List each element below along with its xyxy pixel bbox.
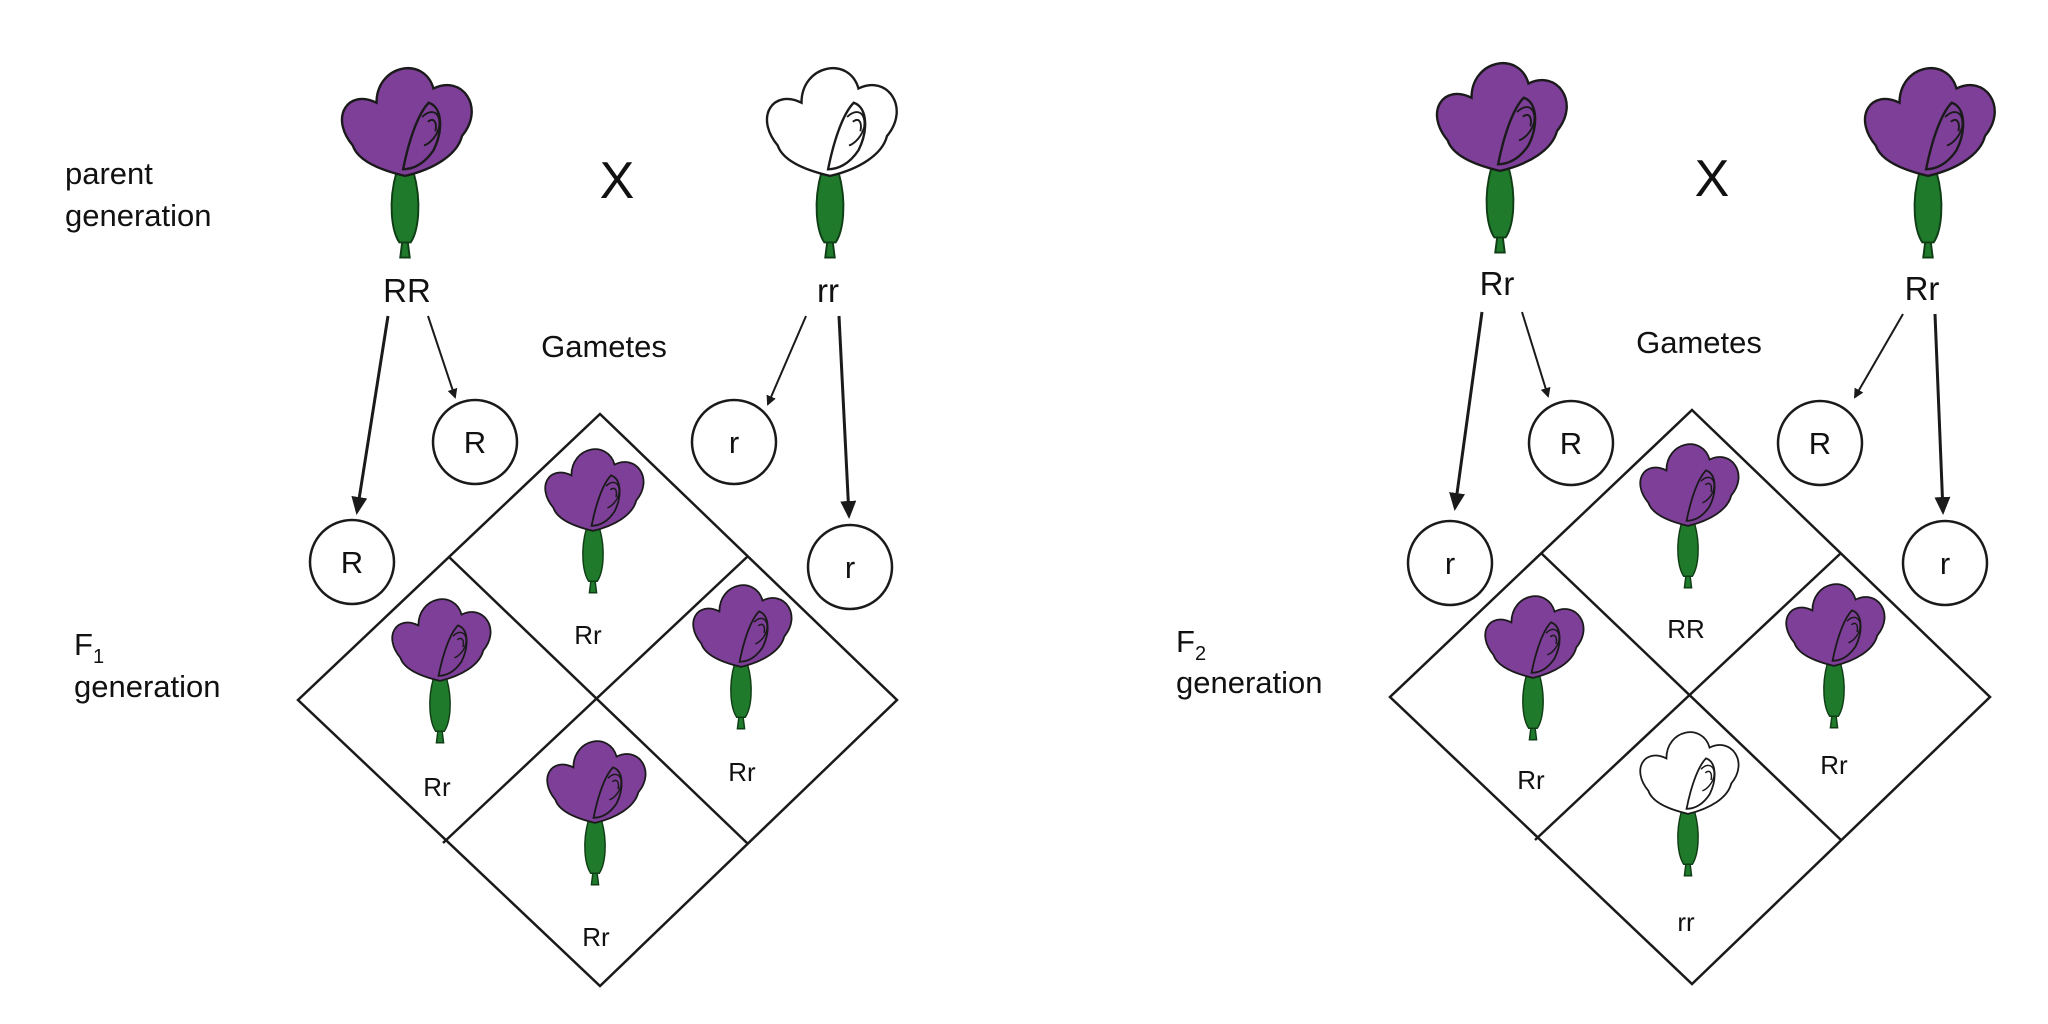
offspring-generation-label-line2: generation	[74, 669, 221, 704]
gamete-allele: R	[1560, 426, 1582, 461]
offspring-purple-flower-icon	[692, 584, 793, 730]
offspring-genotype: Rr	[423, 772, 451, 802]
arrow-parent1-gamete-near	[427, 315, 458, 399]
offspring-white-flower-icon	[1639, 731, 1740, 877]
punnett-square	[296, 412, 899, 988]
gametes-label: Gametes	[1636, 325, 1762, 360]
offspring-purple-flower-icon	[1785, 583, 1886, 729]
gamete-allele: R	[341, 545, 363, 580]
gamete-circle	[1406, 519, 1494, 607]
arrow-parent2-gamete-near	[766, 315, 807, 406]
gamete-circle	[1776, 399, 1864, 487]
parent1-purple-flower-icon	[340, 66, 473, 259]
cross-symbol: X	[600, 152, 635, 210]
parent2-purple-flower-icon	[1863, 66, 1996, 259]
punnett-square	[1388, 408, 1992, 986]
arrow-parent2-gamete-near	[1853, 313, 1904, 399]
parent-generation-label-line1: parent	[65, 156, 153, 191]
offspring-purple-flower-icon	[546, 740, 647, 886]
parent-generation-label-line2: generation	[65, 198, 212, 233]
gamete-circle	[308, 518, 396, 606]
offspring-genotype: Rr	[574, 620, 602, 650]
gamete-circle	[1901, 519, 1989, 607]
gamete-allele: r	[1445, 546, 1455, 581]
gamete-allele: r	[729, 425, 739, 460]
gamete-circle	[806, 523, 894, 611]
offspring-genotype: RR	[1667, 614, 1705, 644]
offspring-genotype: Rr	[1517, 765, 1545, 795]
parent1-genotype: RR	[383, 272, 431, 309]
offspring-generation-label-line2: generation	[1176, 665, 1323, 700]
arrow-parent2-gamete-far	[837, 315, 857, 519]
offspring-genotype: Rr	[582, 922, 610, 952]
arrow-parent1-gamete-far	[1449, 311, 1484, 511]
gamete-circle	[690, 398, 778, 486]
arrow-parent1-gamete-near	[1521, 311, 1551, 398]
offspring-generation-label: F2	[1176, 624, 1206, 665]
parent2-genotype: Rr	[1905, 270, 1940, 307]
gamete-circle	[1527, 399, 1615, 487]
offspring-genotype: rr	[1677, 907, 1695, 937]
gamete-allele: R	[1809, 426, 1831, 461]
left-panel: parent generation X RR rr Gametes R R r …	[65, 66, 899, 988]
right-panel: X Rr Rr Gametes R r R r F2 generation RR…	[1176, 61, 1996, 986]
offspring-genotype: Rr	[728, 757, 756, 787]
gamete-allele: r	[1940, 546, 1950, 581]
parent1-genotype: Rr	[1480, 265, 1515, 302]
arrow-parent1-gamete-far	[351, 315, 390, 515]
offspring-purple-flower-icon	[1484, 595, 1585, 741]
parent2-genotype: rr	[817, 272, 839, 309]
gametes-label: Gametes	[541, 329, 667, 364]
gamete-circle	[431, 398, 519, 486]
gamete-allele: r	[845, 550, 855, 585]
parent1-purple-flower-icon	[1435, 61, 1568, 254]
offspring-purple-flower-icon	[391, 598, 492, 744]
gamete-allele: R	[464, 425, 486, 460]
parent2-white-flower-icon	[765, 66, 898, 259]
offspring-purple-flower-icon	[1639, 443, 1740, 589]
cross-symbol: X	[1695, 150, 1730, 208]
offspring-genotype: Rr	[1820, 750, 1848, 780]
arrow-parent2-gamete-far	[1933, 313, 1951, 515]
offspring-generation-label: F1	[74, 627, 104, 668]
offspring-purple-flower-icon	[544, 448, 645, 594]
